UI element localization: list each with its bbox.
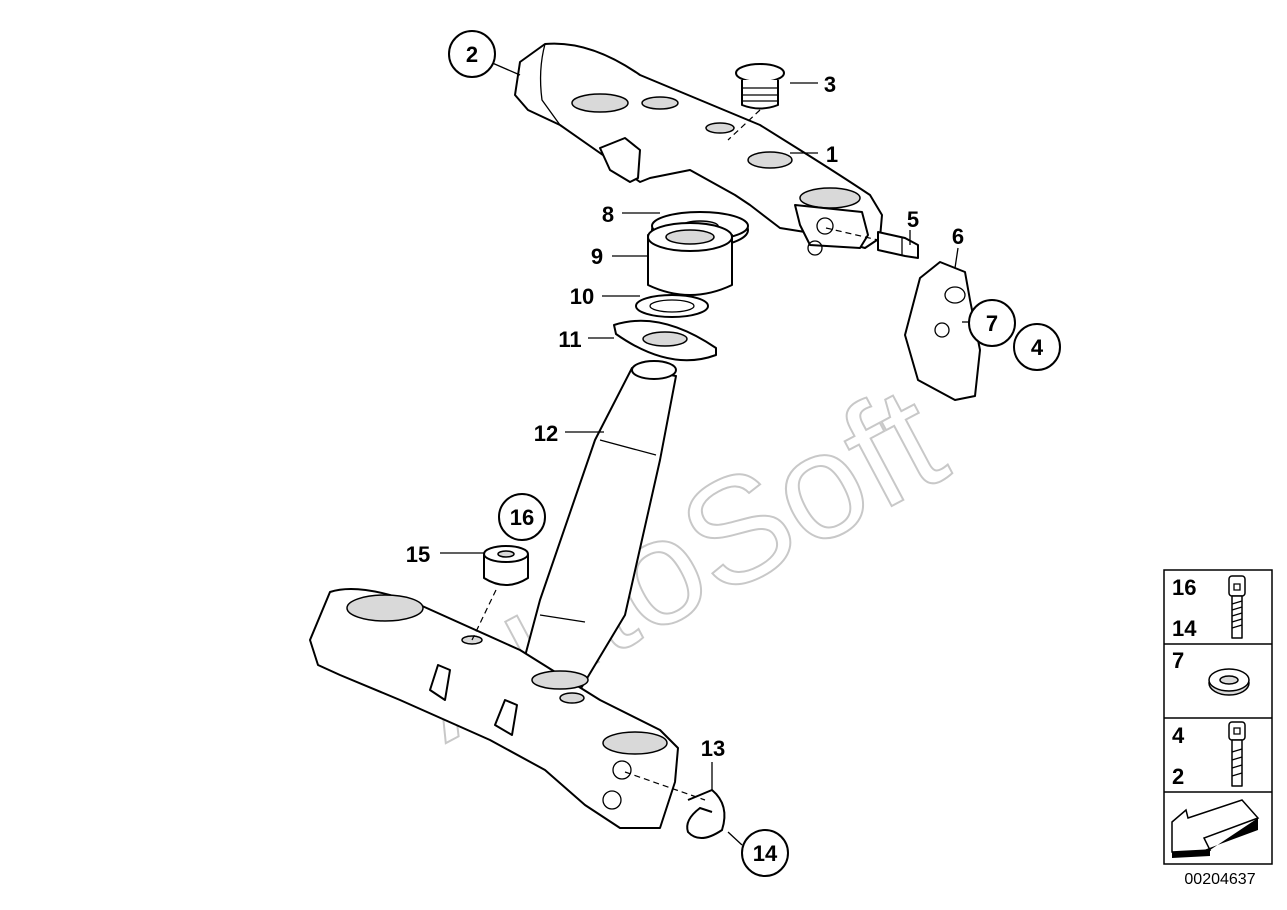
washer-icon — [1208, 668, 1250, 696]
spring-clip-part — [686, 788, 726, 839]
seal-ring-part — [635, 294, 709, 318]
bolt-icon — [1228, 721, 1246, 787]
svg-text:14: 14 — [1172, 616, 1197, 641]
callout-6: 6 — [952, 224, 964, 249]
steering-stem — [519, 360, 677, 691]
parts-legend: 16 14 7 4 2 — [1163, 569, 1273, 865]
legend-row-bolt-4-2: 4 2 — [1172, 721, 1246, 789]
pin-part — [877, 231, 919, 259]
svg-text:7: 7 — [986, 311, 998, 336]
dust-cap-part — [613, 319, 717, 362]
callout-9: 9 — [591, 244, 603, 269]
callout-10: 10 — [570, 284, 594, 309]
drawing-number: 00204637 — [1184, 871, 1255, 888]
callout-12: 12 — [534, 421, 558, 446]
leader-lines — [440, 61, 972, 846]
lower-triple-clamp — [309, 587, 679, 829]
bolt-icon — [1228, 575, 1246, 639]
svg-text:2: 2 — [466, 42, 478, 67]
callout-4: 4 — [1013, 323, 1061, 371]
svg-text:16: 16 — [1172, 575, 1196, 600]
callout-8: 8 — [602, 202, 614, 227]
callout-2: 2 — [448, 30, 496, 78]
direction-arrow-icon — [1171, 799, 1260, 858]
callout-13: 13 — [701, 736, 725, 761]
callout-7: 7 — [968, 299, 1016, 347]
svg-text:7: 7 — [1172, 648, 1184, 673]
callout-16: 16 — [498, 493, 546, 541]
callout-5: 5 — [907, 207, 919, 232]
callout-14: 14 — [741, 829, 789, 877]
clamp-bracket-part — [904, 261, 981, 401]
sleeve-part — [483, 545, 529, 586]
svg-text:4: 4 — [1031, 335, 1044, 360]
upper-triple-clamp — [514, 42, 883, 256]
svg-text:2: 2 — [1172, 764, 1184, 789]
svg-text:4: 4 — [1172, 723, 1185, 748]
legend-row-washer-7: 7 — [1172, 648, 1250, 696]
callout-3: 3 — [824, 72, 836, 97]
bearing-part — [647, 222, 733, 296]
callout-1: 1 — [826, 142, 838, 167]
callout-11: 11 — [558, 327, 581, 352]
callout-15: 15 — [406, 542, 430, 567]
svg-text:16: 16 — [510, 505, 534, 530]
screw-part — [735, 63, 785, 110]
legend-row-bolt-16-14: 16 14 — [1172, 575, 1246, 641]
svg-text:14: 14 — [753, 841, 778, 866]
